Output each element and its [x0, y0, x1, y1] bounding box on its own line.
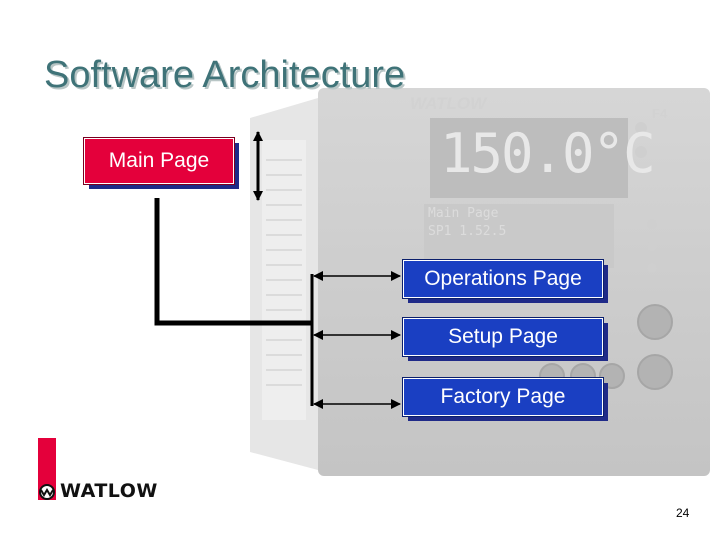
setup-page-box: Setup Page: [402, 317, 604, 357]
logo-text: WATLOW: [60, 480, 158, 502]
watlow-logo-icon: [39, 484, 55, 500]
slide-title: Software Architecture: [44, 54, 406, 96]
device-lcd-line-2: SP1 1.52.5: [428, 224, 507, 239]
main-page-box: Main Page: [83, 137, 235, 185]
device-display-value: 150.0°C: [440, 122, 656, 185]
page-number: 24: [676, 506, 690, 520]
logo-red-bar: [38, 438, 56, 500]
device-model: F4: [652, 106, 668, 121]
operations-page-box: Operations Page: [402, 259, 604, 299]
operations-page-label: Operations Page: [424, 267, 582, 290]
main-page-label: Main Page: [108, 149, 210, 172]
setup-page-label: Setup Page: [448, 325, 558, 348]
factory-page-label: Factory Page: [440, 385, 566, 408]
factory-page-box: Factory Page: [402, 377, 604, 417]
main-trunk-line: [154, 198, 312, 326]
device-lcd-line-1: Main Page: [428, 206, 499, 221]
device-brand: WATLOW: [410, 94, 487, 113]
